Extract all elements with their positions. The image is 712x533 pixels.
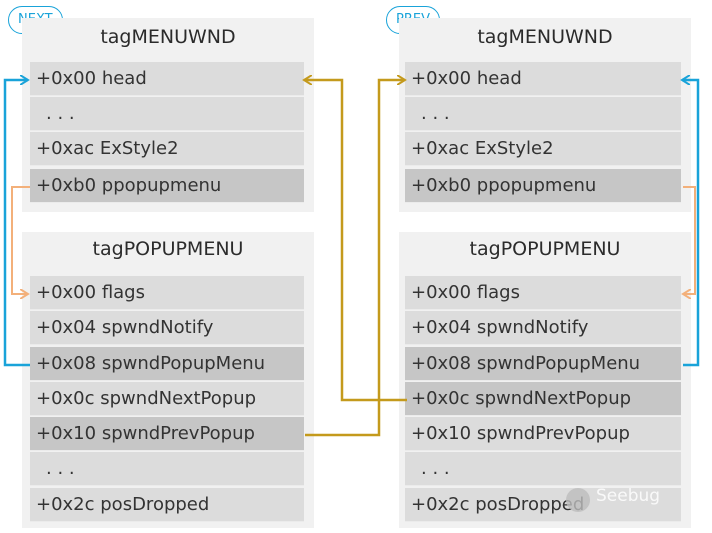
left-menuwnd-row-head: +0x00 head [30,62,304,96]
left-popupmenu-title: tagPOPUPMENU [92,238,244,260]
left-menuwnd-row-exstyle2: +0xac ExStyle2 [30,132,304,166]
watermark: Seebug [596,486,661,506]
right-popupmenu-panel: tagPOPUPMENU +0x00 flags +0x04 spwndNoti… [399,232,691,528]
left-popupmenu-row-spwndprevpopup: +0x10 spwndPrevPopup [30,417,304,451]
left-menuwnd-row-ellipsis: . . . [30,97,304,131]
right-menuwnd-row-ppopupmenu: +0xb0 ppopupmenu [405,169,681,203]
left-popupmenu-panel: tagPOPUPMENU +0x00 flags +0x04 spwndNoti… [22,232,314,528]
right-popupmenu-row-ellipsis: . . . [405,452,681,486]
left-popupmenu-row-spwndnotify: +0x04 spwndNotify [30,311,304,345]
left-menuwnd-title: tagMENUWND [100,26,236,48]
left-menuwnd-panel: tagMENUWND +0x00 head . . . +0xac ExStyl… [22,18,314,212]
right-menuwnd-row-ellipsis: . . . [405,97,681,131]
left-popupmenu-row-posdropped: +0x2c posDropped [30,488,304,522]
right-menuwnd-row-head: +0x00 head [405,62,681,96]
left-popupmenu-row-spwndnextpopup: +0x0c spwndNextPopup [30,382,304,416]
left-popupmenu-row-flags: +0x00 flags [30,276,304,310]
right-menuwnd-panel: tagMENUWND +0x00 head . . . +0xac ExStyl… [399,18,691,212]
right-popupmenu-row-spwndnextpopup: +0x0c spwndNextPopup [405,382,681,416]
right-popupmenu-row-flags: +0x00 flags [405,276,681,310]
right-popupmenu-row-spwndprevpopup: +0x10 spwndPrevPopup [405,417,681,451]
prev-nextpopup-arrow [304,80,407,402]
right-menuwnd-title: tagMENUWND [477,26,613,48]
right-popupmenu-title: tagPOPUPMENU [469,238,621,260]
left-menuwnd-row-ppopupmenu: +0xb0 ppopupmenu [30,169,304,203]
next-prevpopup-arrow [305,80,405,437]
left-popupmenu-row-spwndpopupmenu: +0x08 spwndPopupMenu [30,347,304,381]
left-popupmenu-row-ellipsis: . . . [30,452,304,486]
right-popupmenu-row-spwndnotify: +0x04 spwndNotify [405,311,681,345]
seebug-logo-icon [566,488,590,512]
right-popupmenu-row-spwndpopupmenu: +0x08 spwndPopupMenu [405,347,681,381]
right-menuwnd-row-exstyle2: +0xac ExStyle2 [405,132,681,166]
right-popupmenu-row-posdropped: +0x2c posDropped [405,488,681,522]
